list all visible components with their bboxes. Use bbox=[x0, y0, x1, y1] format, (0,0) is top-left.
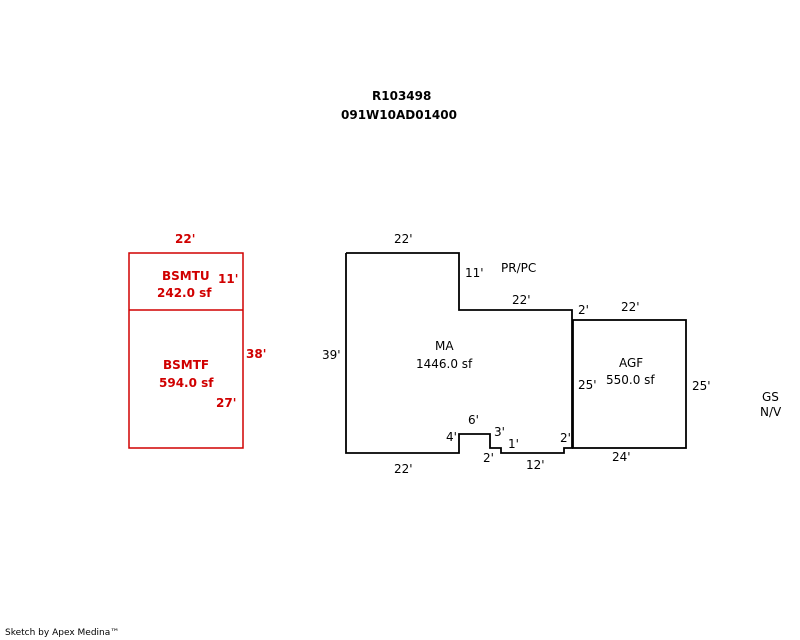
main-top-dim: 22' bbox=[394, 232, 413, 246]
main-bottom-right-dim: 12' bbox=[526, 458, 545, 472]
main-area-outline bbox=[345, 252, 573, 454]
main-step-left-dim: 4' bbox=[446, 430, 457, 444]
main-step-down-dim: 2' bbox=[483, 451, 494, 465]
garage-left-dim: 25' bbox=[578, 378, 597, 392]
bsmtf-area: 594.0 sf bbox=[159, 376, 214, 390]
main-ledge-dim: 22' bbox=[512, 293, 531, 307]
bsmtf-dim: 27' bbox=[216, 396, 237, 410]
parcel-id: R103498 bbox=[372, 89, 432, 103]
main-note: PR/PC bbox=[501, 261, 537, 275]
main-area-code: MA bbox=[435, 339, 454, 353]
basement-side-dim: 38' bbox=[246, 347, 267, 361]
bsmtu-code: BSMTU bbox=[162, 269, 210, 283]
main-notch-dim: 11' bbox=[465, 266, 484, 280]
other-status: N/V bbox=[760, 405, 782, 419]
main-bottom-dim: 22' bbox=[394, 462, 413, 476]
garage-right-dim: 25' bbox=[692, 379, 711, 393]
bsmtu-area: 242.0 sf bbox=[157, 286, 212, 300]
garage-gap-dim: 2' bbox=[578, 303, 589, 317]
basement-rect bbox=[128, 252, 244, 449]
garage-outline bbox=[572, 319, 687, 449]
main-right-small-dim: 2' bbox=[560, 431, 571, 445]
other-code: GS bbox=[762, 390, 779, 404]
map-number: 091W10AD01400 bbox=[341, 108, 457, 122]
main-step-small-dim: 1' bbox=[508, 437, 519, 451]
sketch-credit: Sketch by Apex Medina™ bbox=[5, 628, 120, 638]
main-step-right-dim: 3' bbox=[494, 425, 505, 439]
bsmtf-code: BSMTF bbox=[163, 358, 210, 372]
garage-area: 550.0 sf bbox=[606, 373, 655, 387]
garage-code: AGF bbox=[619, 356, 644, 370]
main-left-dim: 39' bbox=[322, 348, 341, 362]
main-area-value: 1446.0 sf bbox=[416, 357, 473, 371]
garage-top-dim: 22' bbox=[621, 300, 640, 314]
garage-bottom-dim: 24' bbox=[612, 450, 631, 464]
basement-outline bbox=[128, 252, 244, 449]
basement-top-dim: 22' bbox=[175, 232, 196, 246]
main-step-top-dim: 6' bbox=[468, 413, 479, 427]
bsmtu-dim: 11' bbox=[218, 272, 239, 286]
